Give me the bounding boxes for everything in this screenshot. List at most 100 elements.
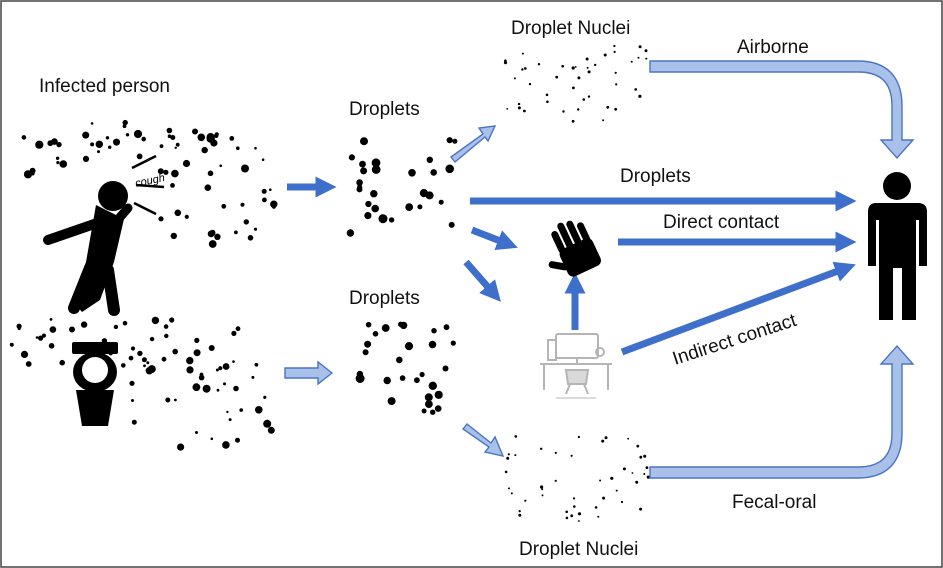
droplet-dot	[606, 105, 610, 109]
droplets-bottom-label: Droplets	[349, 288, 420, 309]
droplet-dot	[357, 184, 363, 190]
droplet-dot	[49, 318, 53, 321]
droplet-dot	[157, 168, 164, 175]
arrow-droplets-to-hand	[470, 226, 518, 250]
droplet-dot	[253, 227, 258, 231]
cough-spray-upper	[21, 119, 180, 179]
droplet-dot	[634, 88, 637, 91]
droplet-dot	[131, 419, 137, 425]
light-arrows	[284, 60, 915, 479]
droplet-dot	[122, 320, 128, 326]
droplet-dot	[216, 388, 220, 392]
droplet-dot	[450, 340, 456, 346]
droplet-dot	[602, 496, 606, 500]
droplet-dot	[56, 161, 60, 165]
droplet-dot	[506, 108, 509, 110]
droplet-dot	[263, 419, 272, 428]
droplet-dot	[226, 410, 229, 414]
office-desk-icon	[540, 333, 612, 399]
droplet-dot	[424, 393, 433, 402]
droplet-dot	[636, 444, 640, 448]
droplet-dot	[541, 494, 544, 497]
droplet-dot	[521, 52, 524, 55]
indirect-contact-label: Indirect contact	[670, 310, 800, 370]
droplet-nuclei-top-label: Droplet Nuclei	[511, 18, 630, 39]
droplet-dot	[113, 138, 120, 146]
droplet-dot	[425, 400, 433, 408]
droplet-dot	[513, 77, 516, 80]
droplet-dot	[578, 520, 580, 522]
droplet-dot	[587, 95, 591, 98]
droplet-dot	[646, 475, 650, 479]
droplet-dot	[597, 515, 600, 518]
droplet-dot	[364, 212, 372, 220]
droplet-dot	[202, 384, 211, 393]
direct-contact-label: Direct contact	[663, 212, 780, 233]
droplet-dot	[504, 470, 508, 474]
droplet-dot	[398, 321, 404, 327]
droplet-dot	[434, 405, 442, 412]
fecal-oral-label: Fecal-oral	[732, 492, 816, 513]
droplet-dot	[41, 333, 47, 338]
droplet-dot	[445, 164, 455, 174]
droplet-dot	[414, 377, 420, 384]
droplet-dot	[195, 431, 198, 434]
droplet-dot	[130, 346, 136, 351]
droplet-dot	[620, 500, 624, 504]
droplet-dot	[55, 156, 60, 160]
droplet-dot	[399, 375, 406, 381]
droplet-dot	[272, 205, 276, 209]
droplet-dot	[355, 374, 365, 383]
droplet-dot	[582, 98, 586, 101]
droplet-dot	[251, 375, 255, 379]
droplet-dot	[577, 76, 581, 80]
droplet-dot	[222, 363, 230, 370]
droplet-dot	[426, 156, 433, 163]
droplet-dot	[261, 158, 265, 161]
droplet-dot	[587, 70, 591, 74]
droplet-dot	[574, 66, 577, 68]
droplet-dot	[192, 383, 201, 392]
droplet-dot	[174, 209, 182, 217]
droplet-dot	[170, 183, 175, 188]
droplet-dot	[599, 479, 602, 482]
droplet-dot	[69, 326, 75, 333]
droplet-dot	[223, 382, 226, 386]
droplet-dot	[518, 102, 521, 106]
droplet-dot	[9, 342, 14, 347]
nuclei-top-cloud	[503, 44, 648, 123]
droplet-dot	[565, 510, 568, 514]
droplet-dot	[210, 437, 214, 441]
droplet-dot	[517, 106, 521, 110]
droplet-dot	[644, 49, 648, 53]
droplet-dot	[348, 154, 355, 161]
nuclei-bottom-cloud	[504, 435, 650, 522]
droplet-dot	[233, 385, 239, 392]
droplet-dot	[365, 200, 372, 208]
droplet-dot	[97, 150, 100, 154]
droplet-dot	[586, 66, 589, 69]
droplet-dot	[236, 146, 240, 150]
droplets-bottom-cloud	[355, 321, 456, 415]
droplet-dot	[215, 368, 219, 372]
droplet-dot	[170, 232, 177, 240]
droplet-dot	[396, 356, 403, 364]
droplet-dot	[615, 83, 618, 86]
droplet-dot	[570, 454, 573, 457]
droplet-dot	[167, 134, 172, 138]
droplet-dot	[643, 454, 647, 458]
droplet-dot	[184, 214, 189, 219]
droplet-dot	[643, 473, 646, 475]
droplet-dot	[443, 324, 450, 331]
droplet-dot	[408, 169, 416, 177]
droplet-dot	[122, 119, 128, 126]
droplet-dot	[49, 326, 57, 333]
droplet-dot	[419, 371, 425, 378]
droplet-dot	[201, 146, 208, 154]
droplet-dot	[235, 326, 241, 332]
droplet-dot	[151, 316, 160, 325]
droplet-dot	[182, 159, 191, 168]
droplet-dot	[417, 204, 423, 210]
droplet-dot	[523, 109, 526, 113]
droplet-particles	[9, 44, 650, 522]
